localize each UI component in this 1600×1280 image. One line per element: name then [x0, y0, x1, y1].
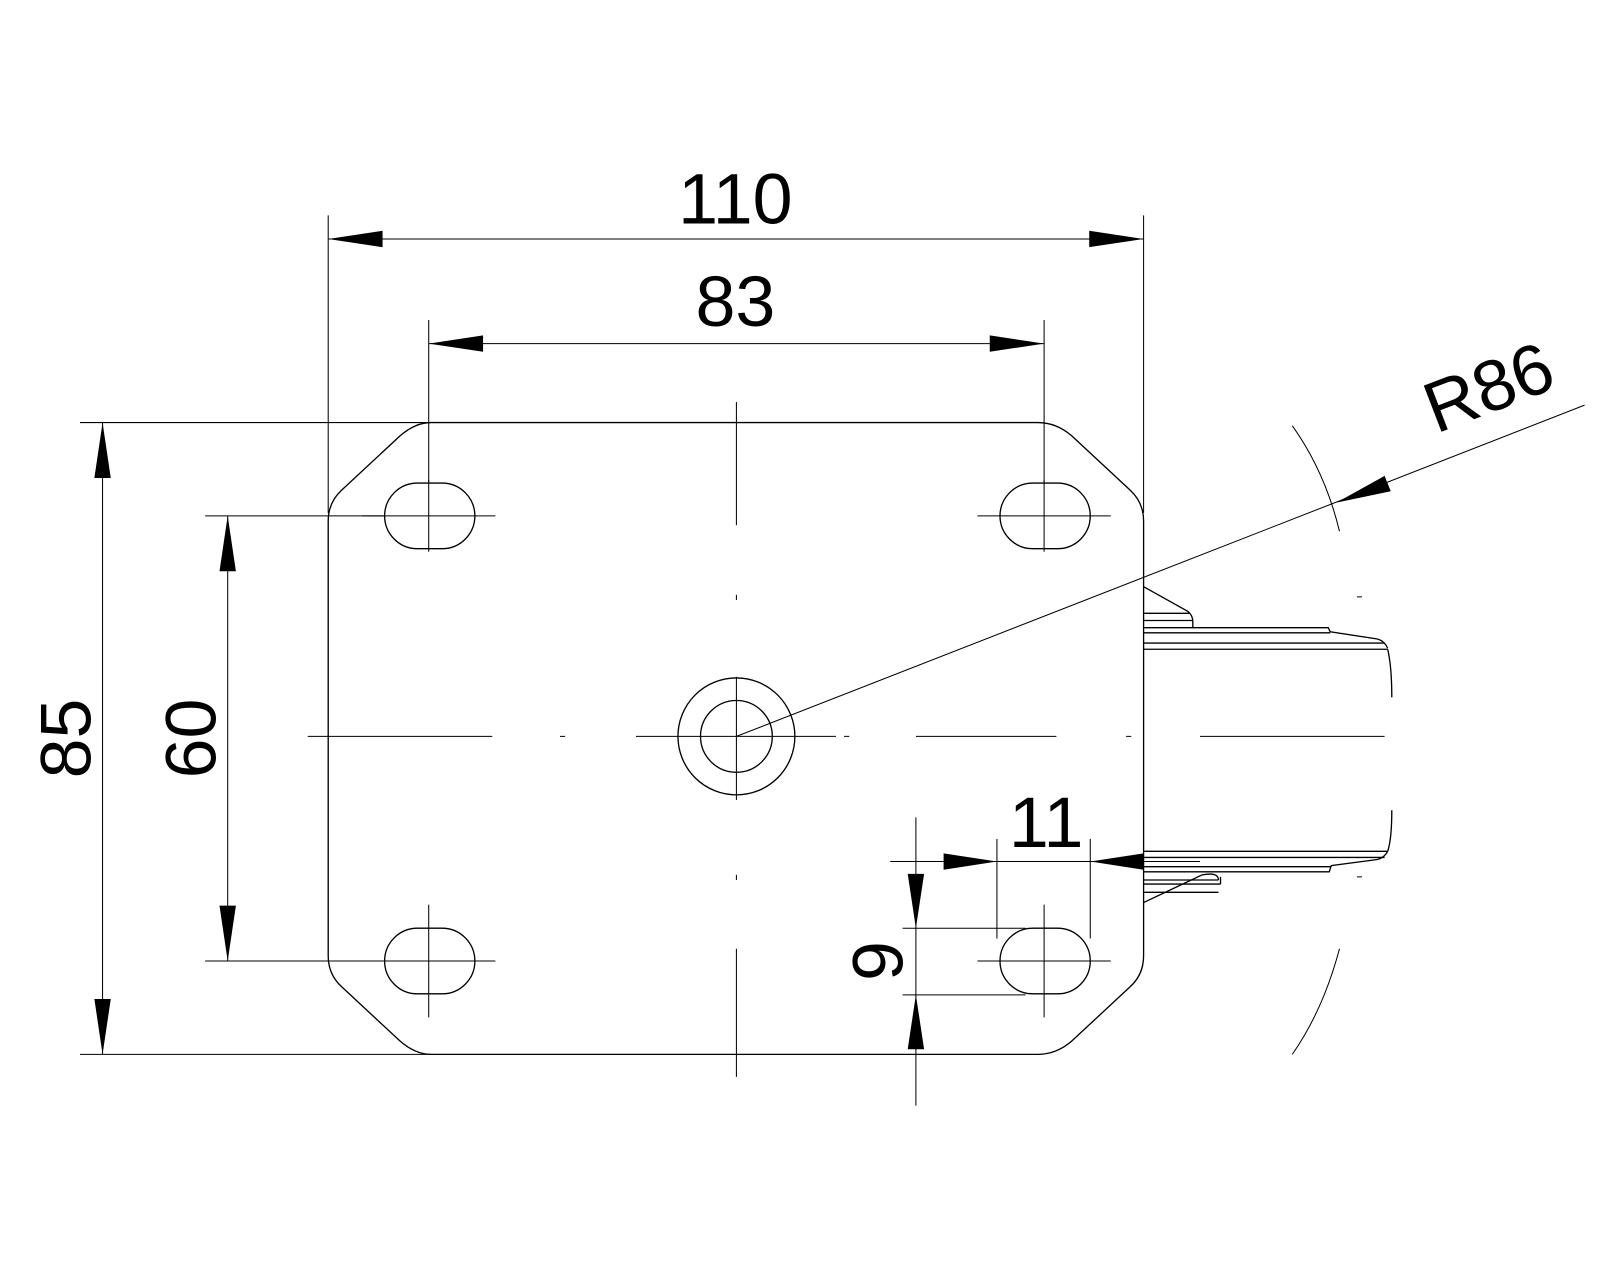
mounting-slots: [383, 482, 1091, 995]
dimension-label-110: 110: [678, 160, 792, 240]
wheel-side-view: [1143, 586, 1393, 904]
dimension-label-60: 60: [151, 699, 231, 779]
dimension-slot-width: 9: [839, 817, 1026, 1106]
centerlines: [307, 402, 1385, 1077]
dimension-overall-height: 85: [26, 422, 431, 1055]
dimension-label-r86: R86: [1413, 327, 1565, 449]
mounting-plate-outline: [327, 421, 1145, 1056]
dimension-hole-spacing-height: 60: [151, 515, 385, 962]
dimension-label-9: 9: [839, 941, 919, 981]
slot-centerlines: [362, 479, 1111, 1018]
dimension-label-85: 85: [26, 699, 106, 779]
dimension-label-83: 83: [695, 262, 775, 342]
dimension-overall-width: 110: [327, 160, 1145, 513]
dimension-hole-spacing-width: 83: [428, 262, 1045, 483]
dimension-slot-length: 11: [890, 783, 1200, 939]
dimension-label-11: 11: [1009, 783, 1084, 863]
